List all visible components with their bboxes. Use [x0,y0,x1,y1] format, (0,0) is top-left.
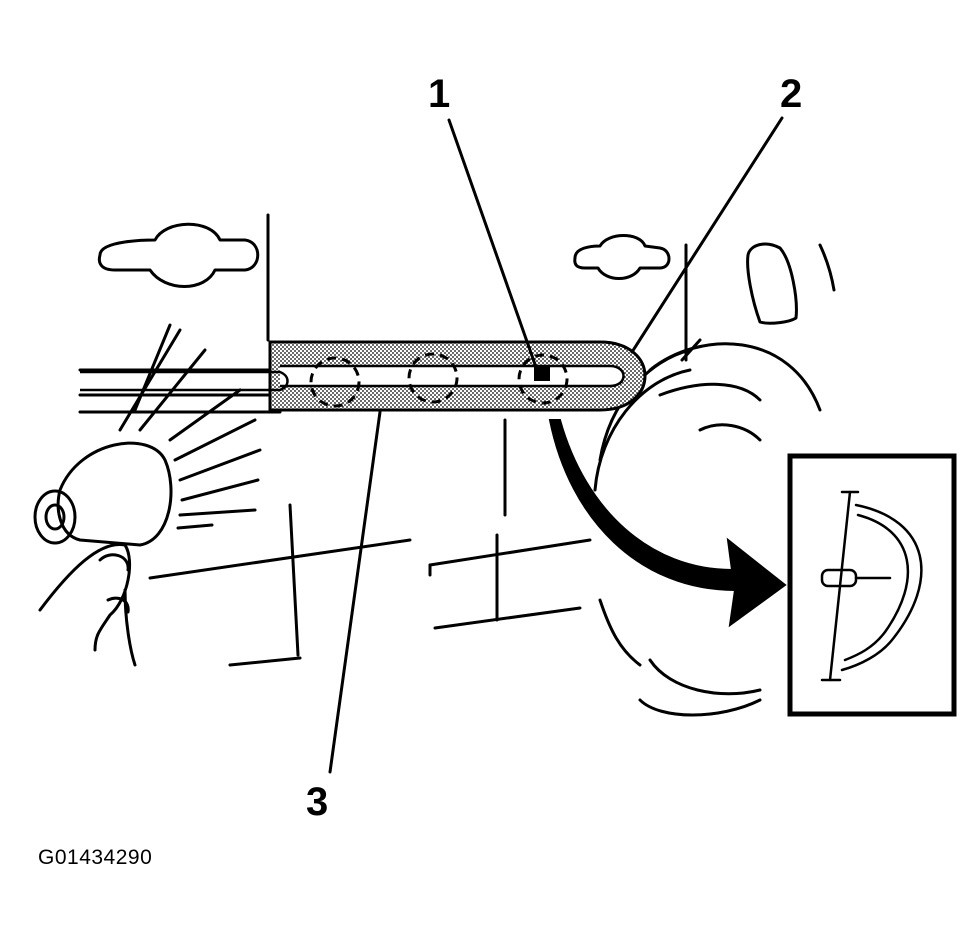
leader-line-2 [630,116,784,354]
rocker-panel-lines [148,538,592,667]
front-door-handle [97,222,260,288]
leader-line-1 [447,118,539,372]
heat-gun-nozzle-lines [118,323,262,530]
callout-1-label: 1 [428,72,451,116]
callout-2-label: 2 [780,72,803,116]
rear-door-handle [573,234,671,280]
technician-hand-icon [38,542,137,667]
leader-line-3 [328,410,382,774]
quarter-window [746,242,798,325]
detail-arrow-icon [548,419,787,628]
figure-id-label: G01434290 [38,846,153,869]
clip-detail-inset [787,453,957,717]
heat-lamp-icon [33,441,173,547]
callout-3-label: 3 [306,780,329,824]
molding-retainer-clips [309,352,569,408]
rear-wheel [593,342,822,717]
